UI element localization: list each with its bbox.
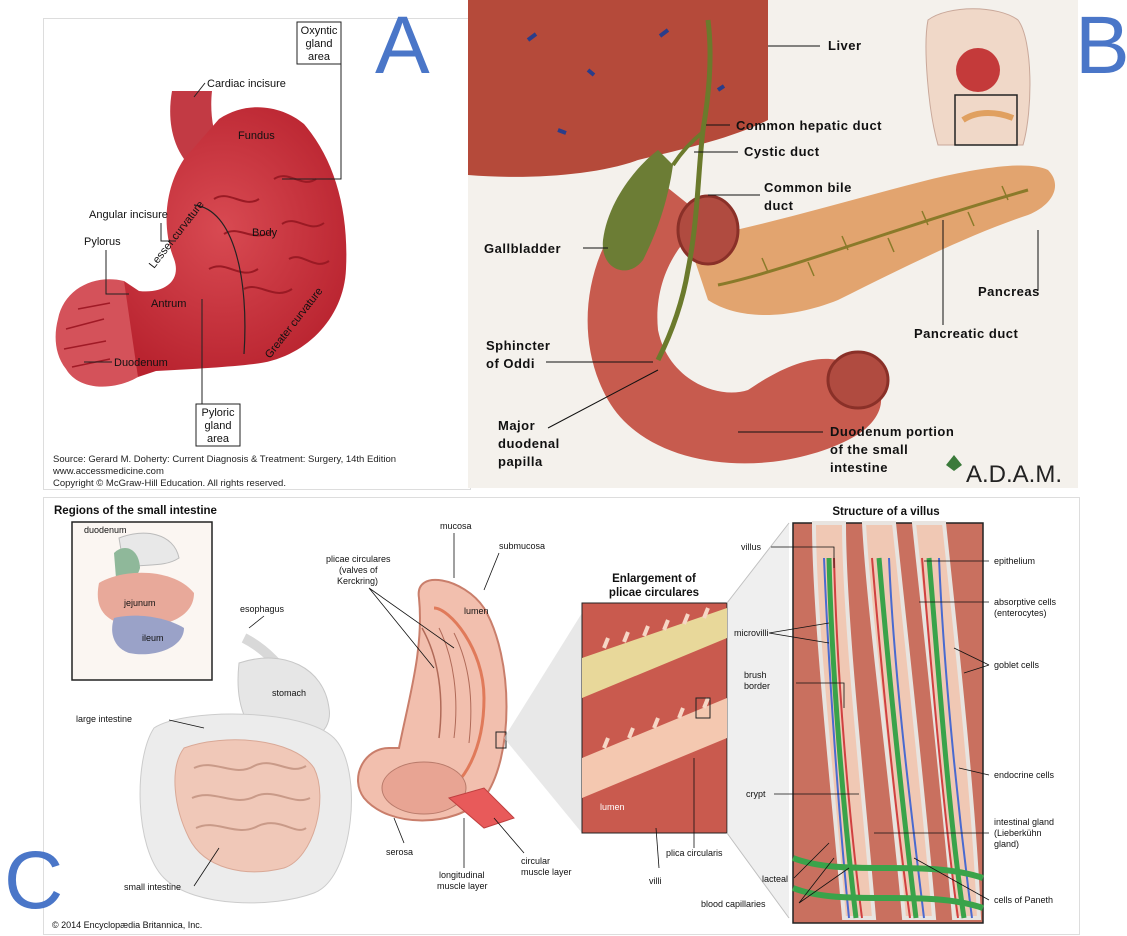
enlargement-title-1: Enlargement of — [612, 573, 696, 585]
source-line-1: Source: Gerard M. Doherty: Current Diagn… — [53, 454, 396, 465]
sphincter-label-1: Sphincter — [486, 338, 550, 353]
brush-border-label-1: brush — [744, 670, 767, 680]
circular-label-2: muscle layer — [521, 867, 572, 877]
oxyntic-label-1: Oxyntic — [301, 25, 338, 37]
lacteal-label: lacteal — [762, 874, 788, 884]
common-bile-duct-label-2: duct — [764, 198, 794, 213]
submucosa-label: submucosa — [499, 541, 545, 551]
goblet-label: goblet cells — [994, 660, 1040, 670]
circular-label-1: circular — [521, 856, 550, 866]
esophagus-label: esophagus — [240, 604, 285, 614]
lumen2-label: lumen — [600, 802, 625, 812]
stomach-shape — [98, 107, 346, 378]
duodenum-portion-label-2: of the small — [830, 442, 908, 457]
antrum-label: Antrum — [151, 298, 186, 310]
small-intestine-label: small intestine — [124, 882, 181, 892]
absorptive-label-2: (enterocytes) — [994, 608, 1047, 618]
pylorus-label: Pylorus — [84, 236, 121, 248]
cardiac-incisure-label: Cardiac incisure — [207, 78, 286, 90]
angular-incisure-label: Angular incisure — [89, 209, 168, 221]
serosa-label: serosa — [386, 847, 413, 857]
sphincter-label-2: of Oddi — [486, 356, 535, 371]
source-line-2: www.accessmedicine.com — [52, 466, 164, 477]
adam-logo-icon — [946, 455, 962, 471]
inset-ileum-label: ileum — [142, 633, 164, 643]
panel-letter-a: A — [375, 5, 430, 87]
epithelium-label: epithelium — [994, 556, 1035, 566]
large-intestine-label: large intestine — [76, 714, 132, 724]
biliary-diagram: Liver Common hepatic duct Cystic duct Co… — [468, 0, 1078, 488]
oxyntic-label-3: area — [308, 51, 331, 63]
lumen-label: lumen — [464, 606, 489, 616]
brush-border-label-2: border — [744, 681, 770, 691]
papilla-label-2: duodenal — [498, 436, 560, 451]
endocrine-label: endocrine cells — [994, 770, 1055, 780]
small-intestine-diagram: Regions of the small intestine Enlargeme… — [44, 498, 1079, 934]
stomach-label: stomach — [272, 688, 306, 698]
villus-label: villus — [741, 542, 762, 552]
oxyntic-label-2: gland — [306, 38, 333, 50]
inset-jejunum-label: jejunum — [123, 598, 156, 608]
fundus-label: Fundus — [238, 130, 275, 142]
villus-title: Structure of a villus — [832, 506, 939, 518]
regions-title: Regions of the small intestine — [54, 505, 217, 517]
pancreatic-duct-label: Pancreatic duct — [914, 326, 1018, 341]
duodenum-shape — [56, 279, 138, 386]
longitudinal-label-1: longitudinal — [439, 870, 485, 880]
panel-letter-b: B — [1075, 5, 1127, 87]
plicae-label-3: Kerckring) — [337, 576, 378, 586]
villi-label: villi — [649, 876, 662, 886]
intestinal-gland-label-3: gland) — [994, 839, 1019, 849]
crypt-label: crypt — [746, 789, 766, 799]
body-label: Body — [252, 227, 278, 239]
duodenum-portion-label-1: Duodenum portion — [830, 424, 954, 439]
cystic-duct-label: Cystic duct — [744, 144, 820, 159]
blood-capillaries-label: blood capillaries — [701, 899, 766, 909]
common-bile-duct-label-1: Common bile — [764, 180, 852, 195]
plicae-label-1: plicae circulares — [326, 554, 391, 564]
absorptive-label-1: absorptive cells — [994, 597, 1057, 607]
source-line-3: Copyright © McGraw-Hill Education. All r… — [53, 478, 286, 489]
panel-letter-c: C — [4, 840, 63, 922]
pancreas-label: Pancreas — [978, 284, 1040, 299]
liver-label: Liver — [828, 38, 862, 53]
heart-icon — [956, 48, 1000, 92]
pyloric-label-2: gland — [205, 420, 232, 432]
longitudinal-label-2: muscle layer — [437, 881, 488, 891]
duodenum-label: Duodenum — [114, 357, 168, 369]
adam-logo: A.D.A.M. — [966, 461, 1062, 488]
plica-circularis-label: plica circularis — [666, 848, 723, 858]
intestinal-gland-label-1: intestinal gland — [994, 817, 1054, 827]
panel-c-small-intestine: Regions of the small intestine Enlargeme… — [43, 497, 1080, 935]
duodenum-portion-label-3: intestine — [830, 460, 888, 475]
gallbladder-label: Gallbladder — [484, 241, 561, 256]
microvilli-label: microvilli — [734, 628, 769, 638]
common-hepatic-duct-label: Common hepatic duct — [736, 118, 882, 133]
papilla-label-3: papilla — [498, 454, 543, 469]
plicae-label-2: (valves of — [339, 565, 378, 575]
intestinal-gland-label-2: (Lieberkühn — [994, 828, 1042, 838]
papilla-label-1: Major — [498, 418, 535, 433]
mucosa-label: mucosa — [440, 521, 472, 531]
enlargement-title-2: plicae circulares — [609, 587, 699, 599]
pyloric-label-1: Pyloric — [201, 407, 235, 419]
paneth-label: cells of Paneth — [994, 895, 1053, 905]
panel-b-biliary: Liver Common hepatic duct Cystic duct Co… — [468, 0, 1078, 488]
britannica-copyright: © 2014 Encyclopædia Britannica, Inc. — [52, 920, 202, 930]
pyloric-label-3: area — [207, 433, 230, 445]
inset-duodenum-label: duodenum — [84, 525, 127, 535]
